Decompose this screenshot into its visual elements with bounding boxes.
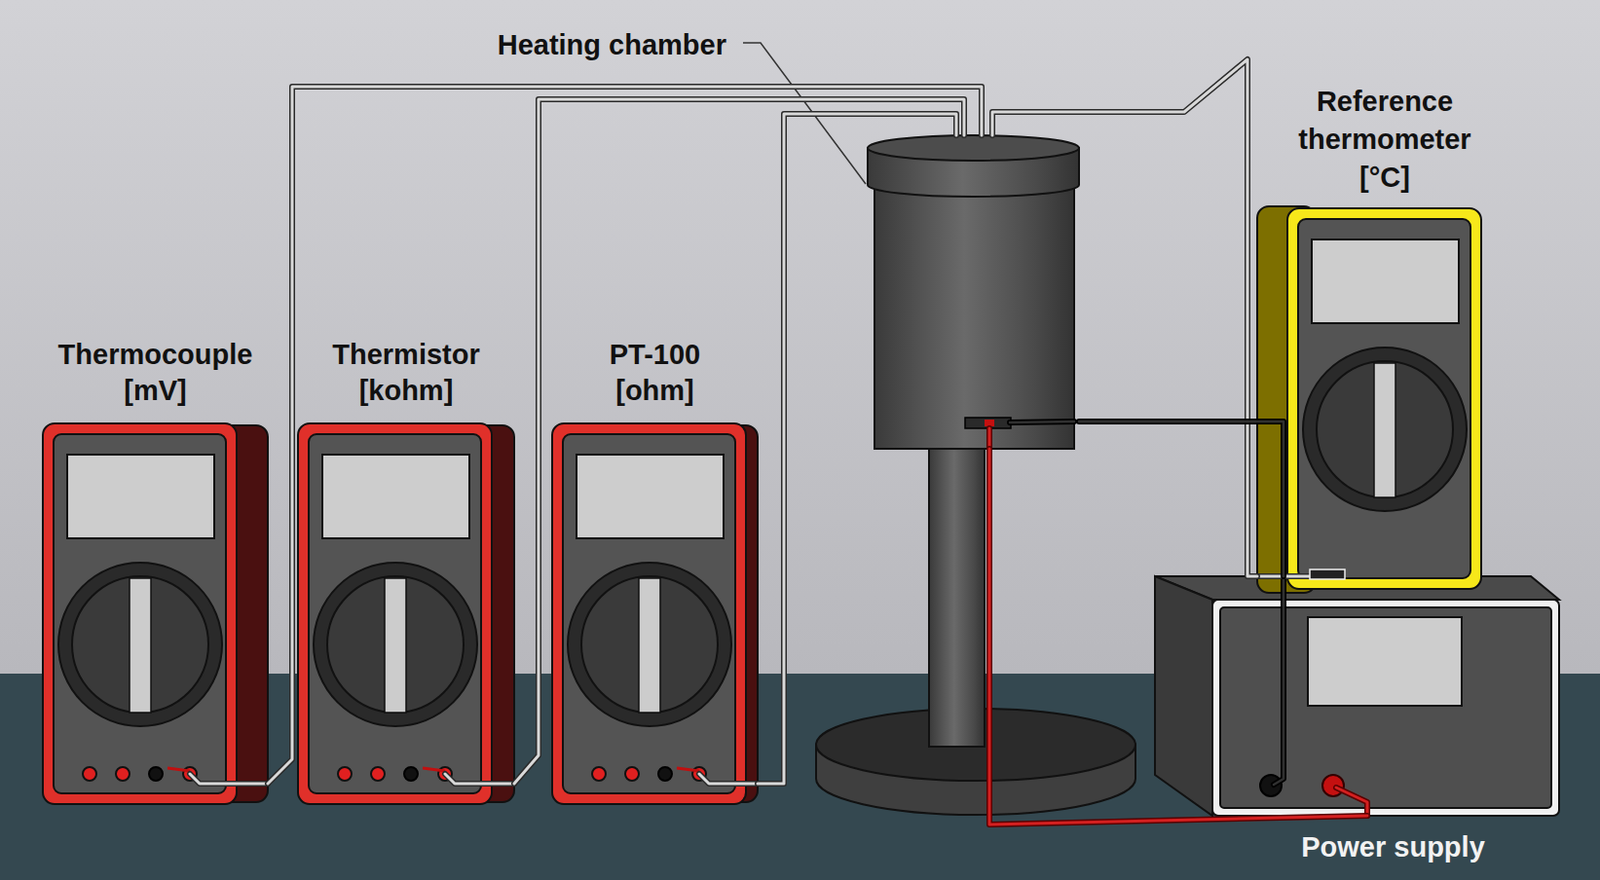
wire-path xyxy=(989,448,1368,825)
power-supply-part xyxy=(1260,775,1282,797)
wire-path xyxy=(757,113,957,784)
heating-chamber-part xyxy=(874,185,1075,449)
wire-path xyxy=(992,59,1258,577)
power-supply: Power supply xyxy=(1154,576,1560,817)
wire-ends-part xyxy=(1336,787,1368,817)
wire-path xyxy=(267,86,982,784)
pt100-meter-part xyxy=(592,767,707,782)
wire-ends-part xyxy=(1273,576,1284,785)
meter-leads-part xyxy=(445,774,515,784)
wire-path xyxy=(992,59,1258,577)
wire-path xyxy=(989,448,1368,825)
wire-connector xyxy=(989,448,1368,825)
wire-connector xyxy=(267,86,982,784)
wire-path xyxy=(1079,421,1284,577)
wire-connector xyxy=(757,113,957,784)
meter-leads-part xyxy=(699,774,758,784)
wire-ends-part xyxy=(1009,421,1075,423)
heating-chamber xyxy=(816,135,1136,816)
wire-path xyxy=(757,113,957,784)
wire-ends-part xyxy=(1273,576,1284,785)
node-heading: PT-100 [ohm] xyxy=(592,336,719,410)
wire-ends-part xyxy=(984,419,995,427)
power-supply-part xyxy=(1322,775,1344,797)
meter-leads-part xyxy=(445,774,515,784)
node-heading: Thermocouple [mV] xyxy=(50,336,261,410)
meter-leads-part xyxy=(699,774,758,784)
power-supply-part xyxy=(1307,617,1462,707)
wire-ends xyxy=(965,417,1368,817)
wire-ends-part xyxy=(1309,569,1345,580)
pt100-meter-part xyxy=(552,423,746,805)
power-supply-part xyxy=(1212,599,1560,817)
node-heading: Power supply xyxy=(1266,829,1521,866)
thermistor-meter xyxy=(297,423,515,805)
meter-leads-part xyxy=(189,774,268,784)
thermocouple-meter-part xyxy=(82,767,197,782)
thermistor-meter-part xyxy=(297,423,492,805)
wire-connector xyxy=(992,59,1258,577)
reference-meter xyxy=(1257,206,1482,594)
wire-connector xyxy=(1079,421,1284,577)
multimeter: Thermocouple [mV] xyxy=(42,423,268,805)
pt100-meter xyxy=(552,423,758,805)
thermistor-meter-part xyxy=(337,767,452,782)
wire-path xyxy=(267,86,982,784)
heating-chamber: Heating chamber xyxy=(867,135,1080,449)
meter-leads-part xyxy=(189,774,268,784)
wire-connector xyxy=(514,99,965,784)
node-heading: Heating chamber xyxy=(497,27,727,63)
power-supply-part xyxy=(1220,607,1552,809)
power-supply xyxy=(1154,576,1560,817)
wire-path xyxy=(514,99,965,784)
thermocouple-meter xyxy=(42,423,268,805)
reference-thermometer: Reference thermometer [°C] xyxy=(1257,204,1484,596)
wire-path xyxy=(514,99,965,784)
wire-ends-part xyxy=(1009,421,1075,423)
wire-ends-part xyxy=(986,428,993,449)
wire-ends-part xyxy=(988,428,992,449)
heating-chamber-part xyxy=(929,443,985,747)
thermocouple-meter-part xyxy=(42,423,237,805)
multimeter: Thermistor [kohm] xyxy=(297,423,515,805)
heating-chamber-part xyxy=(867,135,1080,161)
node-heading: Reference thermometer [°C] xyxy=(1282,82,1488,197)
wire-path xyxy=(1079,421,1284,577)
multimeter: PT-100 [ohm] xyxy=(552,423,758,805)
wire-ends-part xyxy=(1336,787,1368,817)
power-supply-part xyxy=(1154,576,1213,817)
reference-meter-part xyxy=(1287,208,1482,590)
node-heading: Thermistor [kohm] xyxy=(308,336,504,410)
